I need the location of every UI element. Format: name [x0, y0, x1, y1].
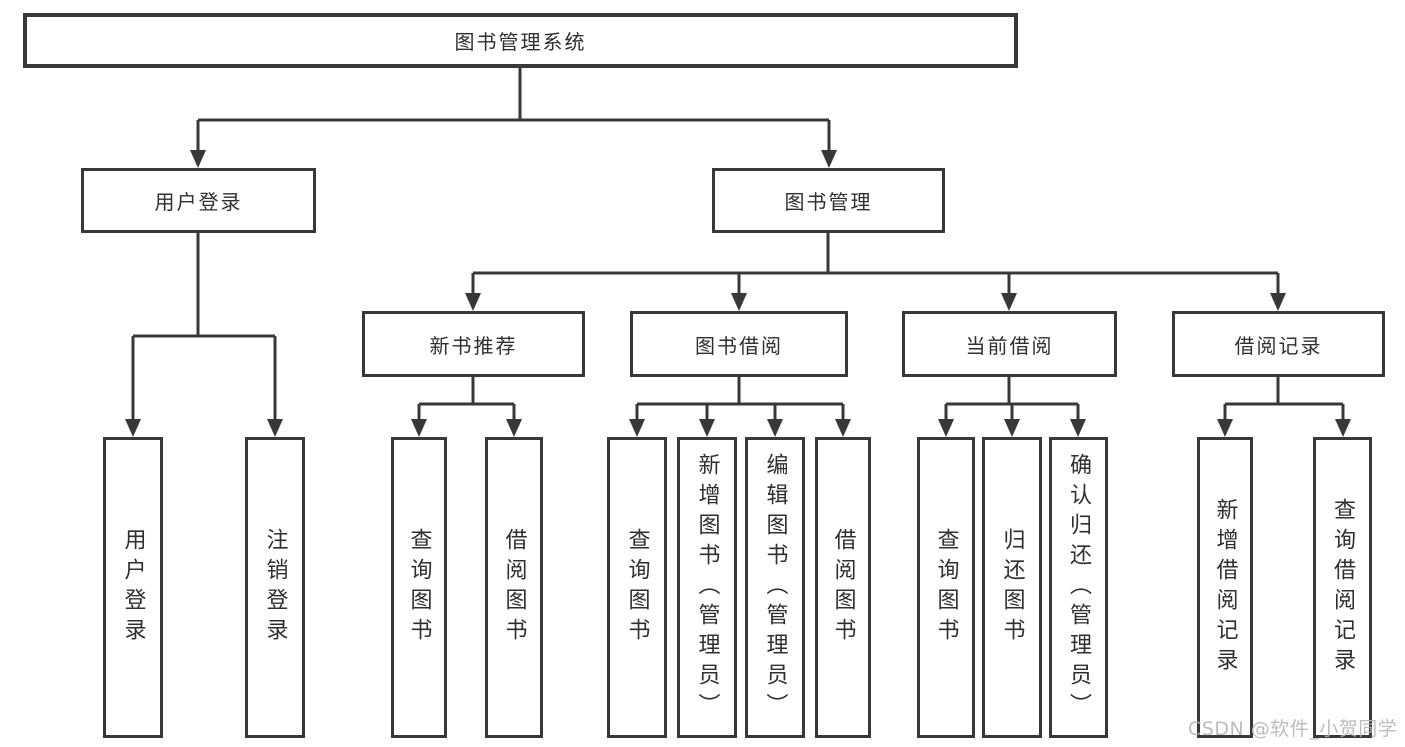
- node-borrow-records: 借阅记录: [1172, 311, 1385, 377]
- node-user-login: 用户登录: [81, 168, 316, 233]
- node-book-management: 图书管理: [712, 168, 945, 233]
- node-leaf-query-book-borrow: 查询图书: [607, 437, 667, 738]
- node-leaf-edit-book-admin: 编辑图书（管理员）: [745, 437, 805, 738]
- node-leaf-query-borrow-record: 查询借阅记录: [1313, 437, 1372, 738]
- node-leaf-add-book-admin: 新增图书（管理员）: [677, 437, 737, 738]
- node-leaf-confirm-return-admin: 确认归还（管理员）: [1049, 437, 1108, 738]
- node-leaf-user-login: 用户登录: [103, 437, 163, 738]
- csdn-watermark: CSDN @软件_小贺同学: [1188, 718, 1398, 740]
- node-leaf-query-book-recommend: 查询图书: [391, 437, 447, 738]
- node-leaf-query-book-current: 查询图书: [917, 437, 975, 738]
- node-library-system: 图书管理系统: [23, 13, 1018, 68]
- node-new-book-recommend: 新书推荐: [362, 311, 585, 377]
- node-leaf-borrow-book: 借阅图书: [815, 437, 871, 738]
- connector-lines: [131, 68, 1345, 421]
- node-leaf-borrow-book-recommend: 借阅图书: [485, 437, 543, 738]
- node-leaf-add-borrow-record: 新增借阅记录: [1197, 437, 1253, 738]
- node-leaf-logout: 注销登录: [245, 437, 305, 738]
- node-book-borrow: 图书借阅: [630, 311, 848, 377]
- node-leaf-return-book: 归还图书: [982, 437, 1042, 738]
- node-current-borrow: 当前借阅: [902, 311, 1117, 377]
